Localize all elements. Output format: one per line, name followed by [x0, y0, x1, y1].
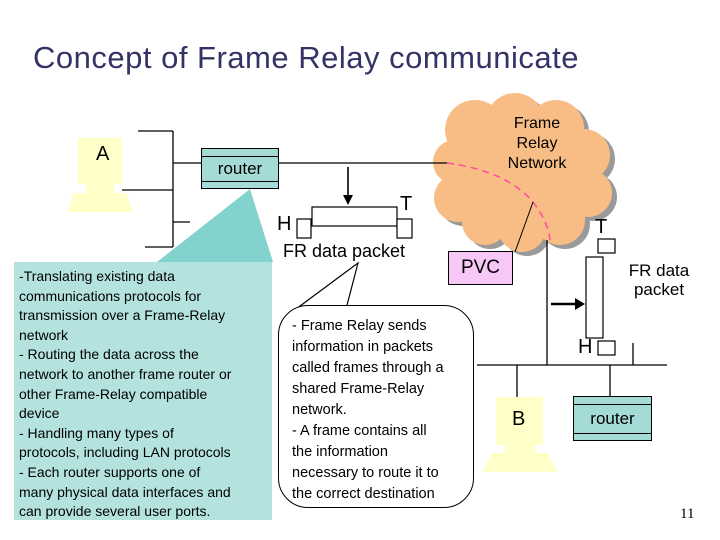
- router-right-box: router: [573, 396, 652, 441]
- fr-data-packet-caption-right: FR data packet: [628, 261, 690, 299]
- terminal-a-label: A: [96, 143, 110, 165]
- frame-relay-cloud: [433, 93, 612, 252]
- router-left-box: router: [201, 148, 279, 189]
- router-right-label: router: [590, 408, 635, 428]
- packet-top-h-label: H: [277, 213, 292, 235]
- network-lines: [122, 130, 667, 397]
- fr-data-packet-caption-top: FR data packet: [283, 241, 406, 261]
- router-functions-note: -Translating existing data communication…: [14, 262, 272, 520]
- cloud-label: Frame Relay Network: [507, 115, 567, 172]
- pvc-label: PVC: [460, 257, 501, 278]
- packet-right-h-label: H: [578, 336, 593, 358]
- terminal-b-label: B: [512, 408, 526, 430]
- fr-packet-top: [296, 206, 413, 239]
- fr-packet-right: [585, 238, 616, 356]
- terminal-b-icon: [483, 397, 557, 472]
- packet-right-t-label: T: [595, 216, 608, 238]
- terminal-a-icon: [67, 138, 133, 212]
- page-number: 11: [680, 506, 695, 522]
- right-arrow-icon: [551, 298, 585, 310]
- packet-top-t-label: T: [400, 193, 413, 215]
- frame-relay-bubble: - Frame Relay sends information in packe…: [278, 305, 474, 508]
- router-left-label: router: [217, 158, 263, 178]
- slide-title: Concept of Frame Relay communicate: [33, 40, 579, 75]
- bubble-tail: [294, 261, 360, 310]
- down-arrow-icon: [343, 167, 353, 205]
- pvc-path-dashed: [446, 162, 551, 241]
- note-callout-wedge: [157, 189, 273, 262]
- pvc-box: PVC: [448, 251, 513, 285]
